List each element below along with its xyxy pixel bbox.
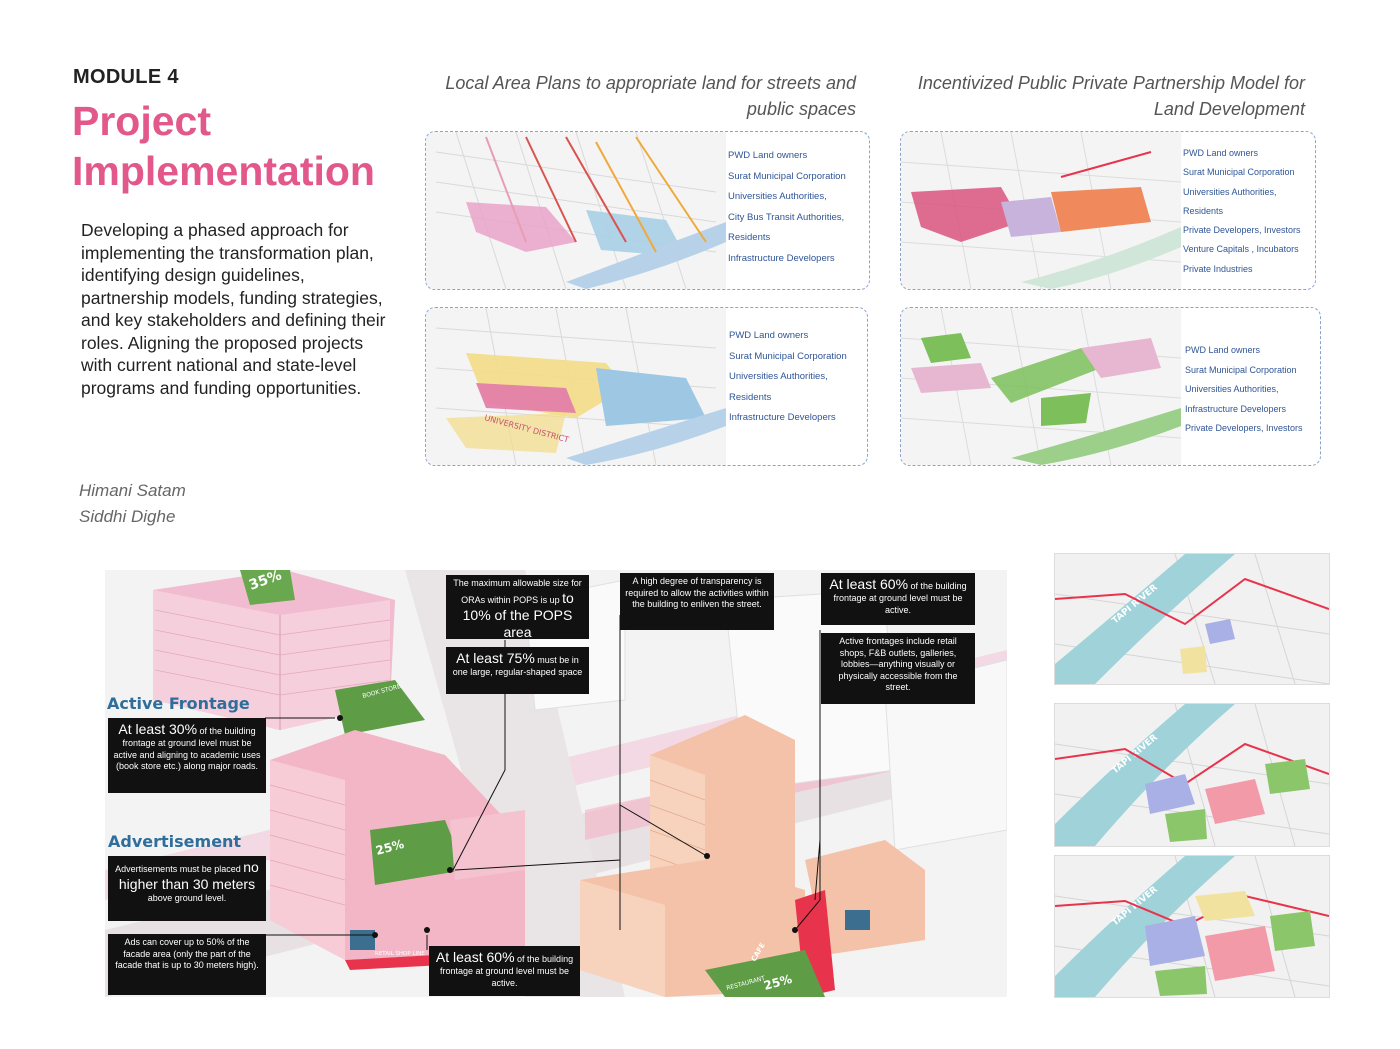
phase-map-2-drawing: TAPI RIVER [1055,704,1329,846]
axonometric-drawing: 35% BOOK STORE 25% RETAIL SHOP LINE [105,570,1007,997]
stakeholder: Residents [728,232,771,243]
active-frontage-30-note: At least 30% of the building frontage at… [108,718,266,793]
note-highlight: At least 30% [118,721,198,737]
stakeholder: Universities Authorities, [728,191,827,202]
active-frontage-list-note: Active frontages include retail shops, F… [821,633,975,704]
note-text: of the building frontage at ground level… [833,581,967,615]
note-text: of the building frontage at ground level… [439,954,574,988]
lap-map-panel-2: UNIVERSITY DISTRICT PWD Land owners Sura… [425,307,868,466]
note-highlight: At least 60% [435,949,515,965]
stakeholder: Surat Municipal Corporation [729,350,847,362]
advertisement-label: Advertisement [108,832,242,851]
phase-map-1: TAPI RIVER [1054,553,1330,685]
note-highlight: At least 60% [829,576,909,592]
note-text: Advertisements must be placed [115,864,244,874]
stakeholder: PWD Land owners [1183,148,1259,158]
stakeholder: Infrastructure Developers [729,412,836,423]
active-frontage-60-note: At least 60% of the building frontage at… [821,573,975,625]
stakeholder: Private Industries [1183,263,1253,274]
ppp-map-1 [901,132,1182,289]
stakeholder: Surat Municipal Corporation [1183,167,1295,178]
pops-75-note: At least 75% must be in one large, regul… [446,647,589,694]
design-guidelines-illustration: 35% BOOK STORE 25% RETAIL SHOP LINE [105,570,1007,997]
note-text: above ground level. [147,893,227,903]
stakeholder: Private Developers, Investors [1183,225,1301,236]
stakeholder: Venture Capitals , Incubators [1183,244,1299,255]
ppp-map-panel-2: PWD Land owners Surat Municipal Corporat… [900,307,1321,466]
stakeholder: Surat Municipal Corporation [728,170,846,182]
active-frontage-60-bottom-note: At least 60% of the building frontage at… [429,946,580,996]
transparency-note: A high degree of transparency is require… [620,573,774,630]
authors: Himani Satam Siddhi Dighe [79,478,186,530]
ppp-model-heading: Incentivized Public Private Partnership … [917,73,1305,119]
local-area-plans-heading: Local Area Plans to appropriate land for… [445,73,856,119]
stakeholder: Infrastructure Developers [728,252,835,264]
note-highlight: At least 75% [456,650,535,666]
retail-line-label: RETAIL SHOP LINE [375,951,425,957]
advertisement-coverage-note: Ads can cover up to 50% of the facade ar… [108,934,266,995]
lap-map-2: UNIVERSITY DISTRICT [426,308,726,465]
active-frontage-label: Active Frontage [107,694,250,713]
phase-map-2: TAPI RIVER [1054,703,1330,847]
description: Developing a phased approach for impleme… [81,220,386,398]
stakeholder: City Bus Transit Authorities, [728,211,845,223]
stakeholder: Surat Municipal Corporation [1185,364,1297,375]
phase-map-3-drawing: TAPI RIVER [1055,856,1329,997]
stakeholder: Infrastructure Developers [1185,403,1287,414]
stakeholder-list: PWD Land owners Surat Municipal Corporat… [729,326,847,429]
stakeholder-list: PWD Land owners Surat Municipal Corporat… [1183,144,1301,279]
phase-map-1-drawing: TAPI RIVER [1055,554,1329,684]
lap-map-panel-1: PWD Land owners Surat Municipal Corporat… [425,131,870,290]
stakeholder: Universities Authorities, [729,371,828,382]
module-label: MODULE 4 [73,66,179,88]
stakeholder: Residents [729,391,772,403]
stakeholder: PWD Land owners [1185,345,1261,355]
stakeholder-list: PWD Land owners Surat Municipal Corporat… [1185,341,1303,439]
ppp-map-panel-1: PWD Land owners Surat Municipal Corporat… [900,131,1316,290]
stakeholder: PWD Land owners [728,150,808,161]
advertisement-height-note: Advertisements must be placed no higher … [108,856,266,921]
stakeholder-list: PWD Land owners Surat Municipal Corporat… [728,146,846,269]
stakeholder: PWD Land owners [729,330,809,341]
author-1: Himani Satam [79,481,186,500]
ora-size-note: The maximum allowable size for ORAs with… [446,575,589,640]
note-text: of the building frontage at ground level… [113,726,261,771]
page-title: Project Implementation [72,98,375,194]
author-2: Siddhi Dighe [79,507,176,526]
note-highlight: no higher than 30 meters [118,859,259,892]
note-text: must be in one large, regular-shaped spa… [452,655,583,677]
stakeholder: Universities Authorities, [1183,186,1277,197]
stakeholder: Residents [1183,205,1224,216]
stakeholder: Universities Authorities, [1185,384,1279,394]
ppp-map-2 [901,308,1182,465]
phase-map-3: TAPI RIVER [1054,855,1330,998]
note-highlight: to 10% of the POPS area [462,589,574,640]
lap-map-1 [426,132,726,289]
note-text: The maximum allowable size for ORAs with… [453,578,582,605]
stakeholder: Private Developers, Investors [1185,423,1303,433]
